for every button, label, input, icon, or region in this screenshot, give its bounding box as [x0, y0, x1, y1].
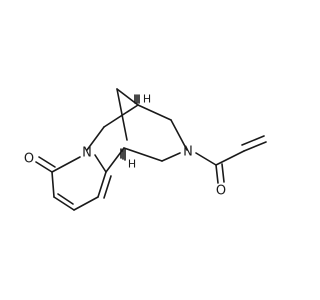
bond-acyl-c-o-double — [221, 163, 225, 183]
bond-bottom-ch-ring — [105, 147, 125, 173]
atom-h-top: H — [143, 93, 151, 106]
bond-vinyl-terminal-double — [241, 135, 265, 146]
bond-c4-c3-double — [57, 193, 74, 205]
bond-top-ch2-right — [137, 104, 172, 121]
bond-c2-o-double — [38, 156, 56, 168]
bond-ch2-n-amide-top — [170, 119, 188, 151]
atom-o-pyridone: O — [24, 152, 34, 167]
molecule-structure: N N O O H H — [24, 88, 267, 211]
bond-bottom-ch-ch2 — [123, 147, 163, 162]
bond-c4-c3 — [53, 196, 75, 211]
bond-vinyl-terminal — [243, 141, 267, 152]
bond-c6-c5-double — [103, 175, 112, 199]
bond-acyl-c-vinyl — [215, 150, 245, 166]
bond-c5-c4 — [73, 196, 99, 211]
stereo-bonds — [120, 94, 140, 161]
bond-top-ch2-left — [103, 104, 139, 128]
bond-c2-n — [51, 156, 81, 173]
skeleton-bonds — [35, 88, 267, 211]
bond-c2-o — [35, 161, 53, 173]
bond-n-acyl-c — [195, 152, 217, 166]
bond-bridge-right — [116, 88, 139, 106]
atom-n-ring: N — [82, 146, 92, 161]
atom-labels: N N O O H H — [24, 93, 226, 199]
bond-n-c6 — [94, 154, 107, 173]
hash-bond-top — [134, 94, 140, 104]
bond-ch2-n-ring — [86, 126, 105, 151]
atom-h-bottom: H — [128, 158, 136, 171]
atom-n-amide: N — [183, 145, 193, 160]
bond-acyl-c-o — [215, 164, 219, 184]
bond-c6-c5 — [97, 171, 107, 198]
bond-ch2-n-amide-bottom — [161, 152, 181, 162]
structure-canvas: N N O O H H — [24, 88, 267, 211]
bond-c3-c2 — [51, 171, 55, 198]
atom-o-acyl: O — [216, 184, 226, 199]
hash-bond-bottom — [120, 148, 126, 161]
